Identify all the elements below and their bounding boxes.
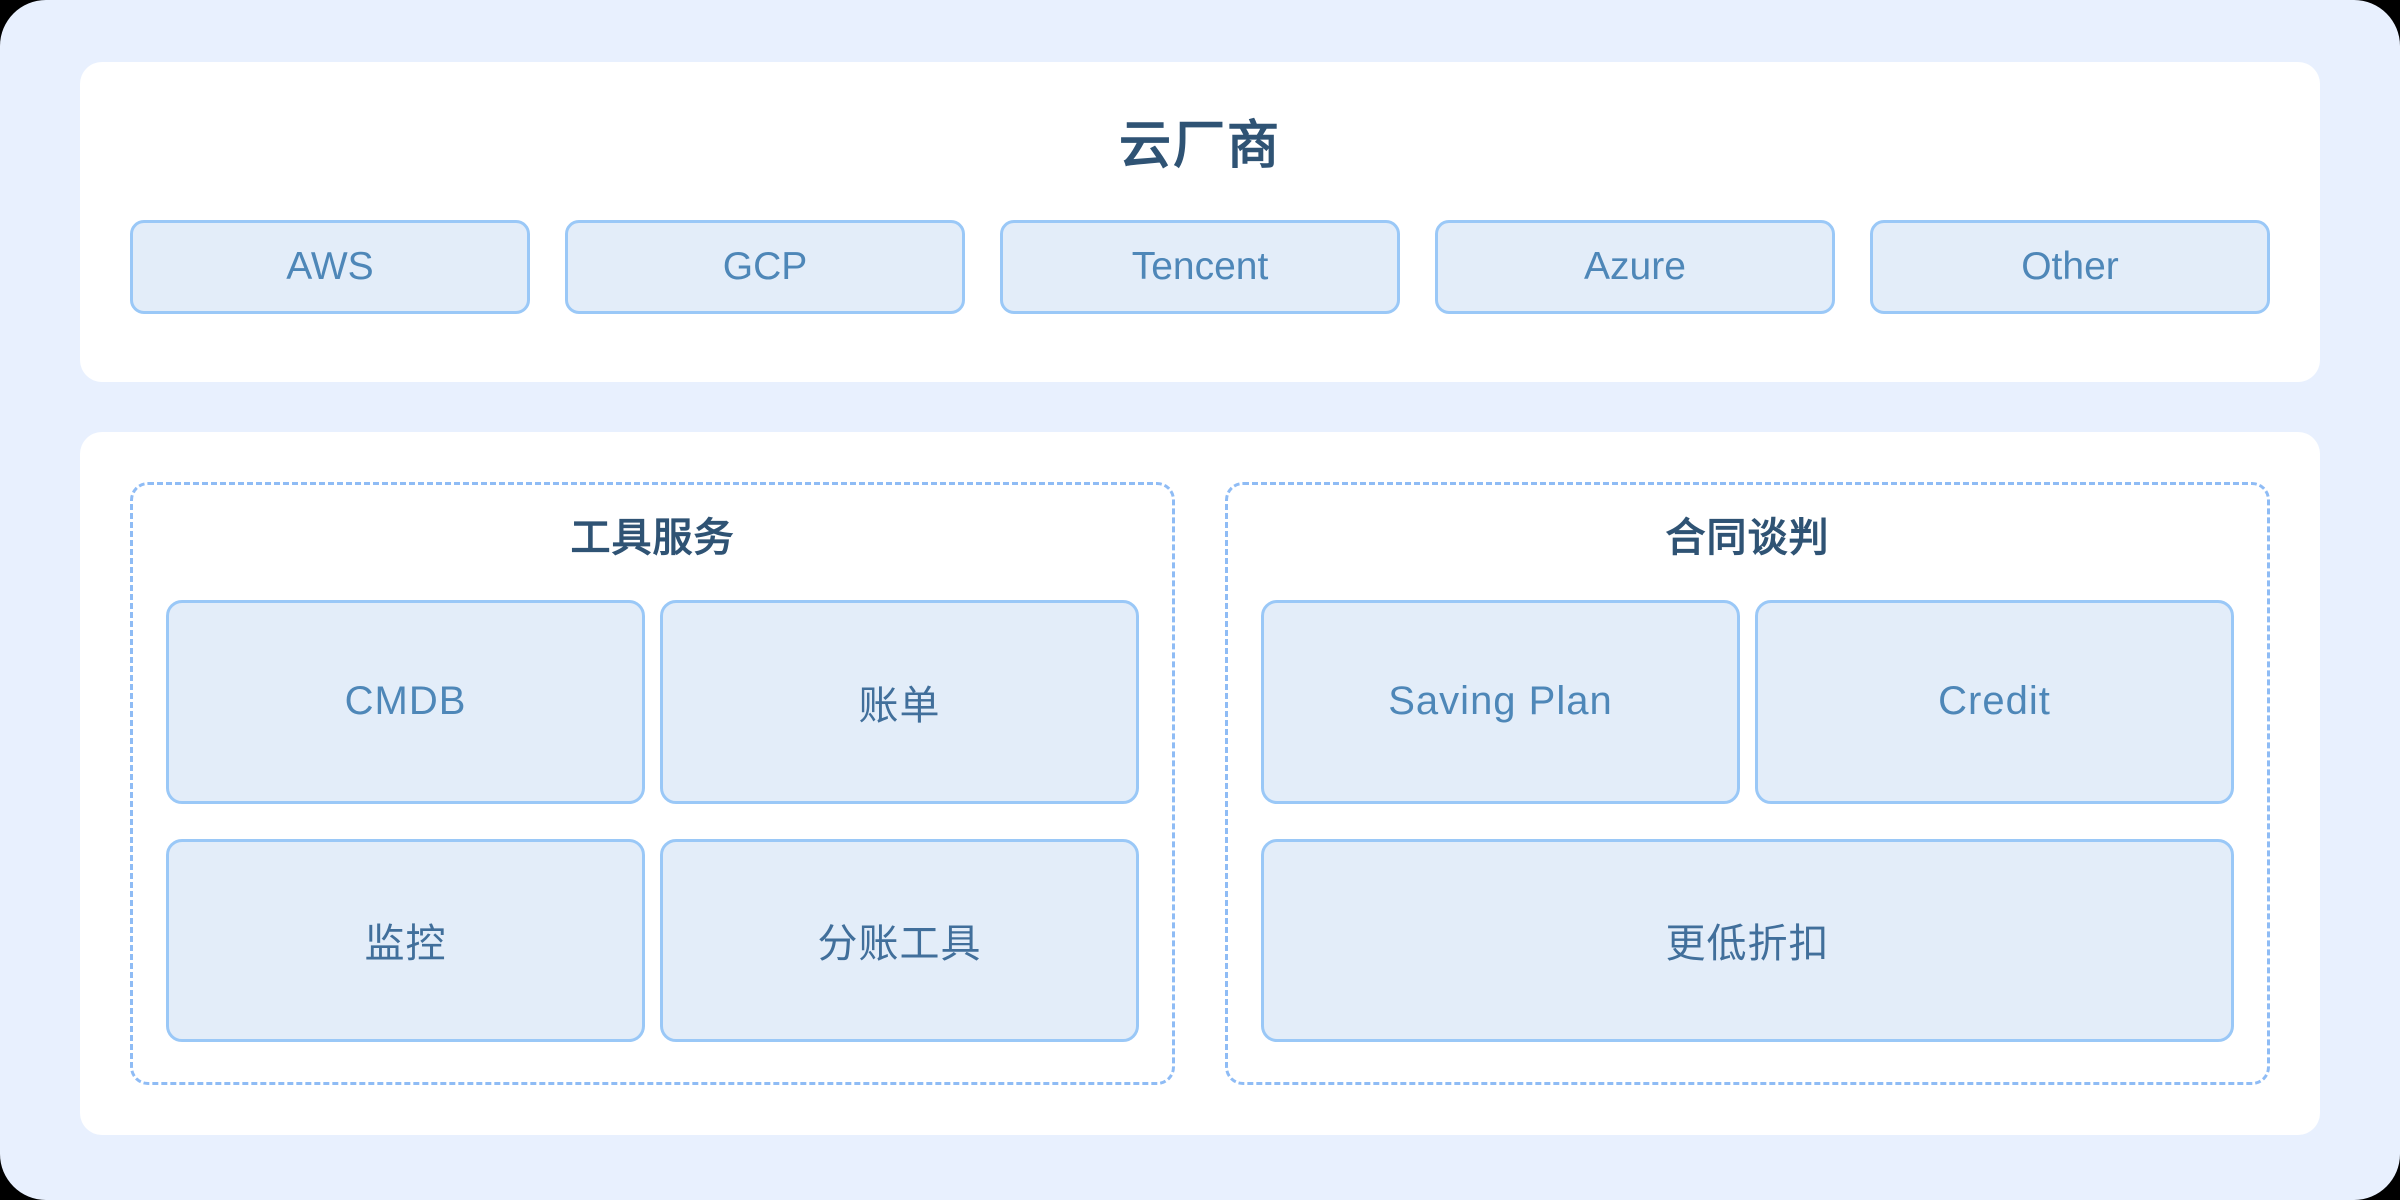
cloud-vendor-card: 云厂商 AWS GCP Tencent Azure Other bbox=[80, 62, 2320, 382]
tile-row: Saving Plan Credit bbox=[1261, 600, 2234, 804]
tile-row: 监控 分账工具 bbox=[166, 838, 1139, 1042]
card-spacer bbox=[80, 382, 2320, 432]
tile-label: 更低折扣 bbox=[1665, 922, 1830, 967]
tile-cmdb[interactable]: CMDB bbox=[166, 600, 645, 804]
group-tool-services: 工具服务 CMDB 账单 监控 分账工具 bbox=[130, 482, 1175, 1085]
tile-grid-contract-negotiation: Saving Plan Credit 更低折扣 bbox=[1261, 600, 2234, 1042]
vendor-chip-azure[interactable]: Azure bbox=[1435, 220, 1835, 314]
tile-row: CMDB 账单 bbox=[166, 600, 1139, 804]
tile-split-billing-tool[interactable]: 分账工具 bbox=[660, 838, 1139, 1042]
tile-label: 分账工具 bbox=[817, 922, 982, 967]
tile-bill[interactable]: 账单 bbox=[660, 600, 1139, 804]
tile-monitoring[interactable]: 监控 bbox=[166, 838, 645, 1042]
capability-groups-card: 工具服务 CMDB 账单 监控 分账工具 bbox=[80, 432, 2320, 1135]
group-contract-negotiation: 合同谈判 Saving Plan Credit 更低折扣 bbox=[1225, 482, 2270, 1085]
cloud-vendor-title: 云厂商 bbox=[1118, 117, 1281, 175]
tile-label: 账单 bbox=[858, 683, 941, 728]
cloud-vendor-chip-row: AWS GCP Tencent Azure Other bbox=[80, 172, 2320, 314]
vendor-chip-label: AWS bbox=[286, 245, 374, 288]
vendor-chip-label: Tencent bbox=[1131, 245, 1269, 288]
vendor-chip-label: GCP bbox=[722, 245, 808, 288]
group-title-contract-negotiation: 合同谈判 bbox=[1665, 516, 1830, 560]
tile-label: 监控 bbox=[364, 922, 447, 967]
vendor-chip-gcp[interactable]: GCP bbox=[565, 220, 965, 314]
tile-label: CMDB bbox=[344, 679, 467, 724]
tile-row: 更低折扣 bbox=[1261, 838, 2234, 1042]
group-title-tool-services: 工具服务 bbox=[570, 516, 735, 560]
vendor-chip-label: Azure bbox=[1584, 245, 1686, 288]
vendor-chip-other[interactable]: Other bbox=[1870, 220, 2270, 314]
tile-label: Credit bbox=[1938, 679, 2051, 724]
vendor-chip-aws[interactable]: AWS bbox=[130, 220, 530, 314]
vendor-chip-tencent[interactable]: Tencent bbox=[1000, 220, 1400, 314]
tile-lower-discount[interactable]: 更低折扣 bbox=[1261, 838, 2234, 1042]
tile-grid-tool-services: CMDB 账单 监控 分账工具 bbox=[166, 600, 1139, 1042]
tile-label: Saving Plan bbox=[1388, 679, 1613, 724]
tile-saving-plan[interactable]: Saving Plan bbox=[1261, 600, 1740, 804]
tile-credit[interactable]: Credit bbox=[1755, 600, 2234, 804]
vendor-chip-label: Other bbox=[2021, 245, 2119, 288]
